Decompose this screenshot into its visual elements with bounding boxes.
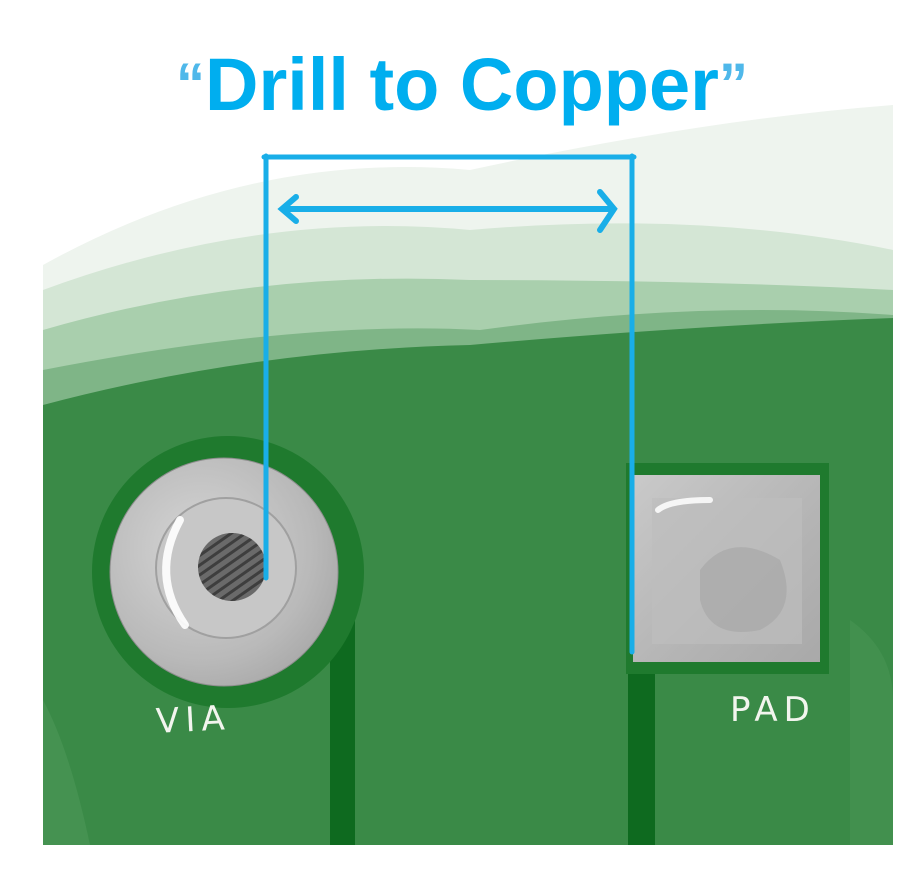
diagram-title: “Drill to Copper” [0, 40, 924, 130]
close-quote: ” [718, 52, 748, 117]
via-label: VIA [155, 698, 232, 742]
drill-hole [198, 533, 266, 601]
arrow-right-head [597, 189, 618, 233]
pad [626, 463, 829, 674]
pad-label: PAD [730, 690, 816, 730]
arrow-left-head [277, 194, 299, 224]
open-quote: “ [176, 52, 206, 117]
dimension-annotation [261, 153, 637, 655]
pad-trace [628, 670, 655, 845]
via [92, 436, 364, 708]
title-text: Drill to Copper [205, 43, 719, 126]
